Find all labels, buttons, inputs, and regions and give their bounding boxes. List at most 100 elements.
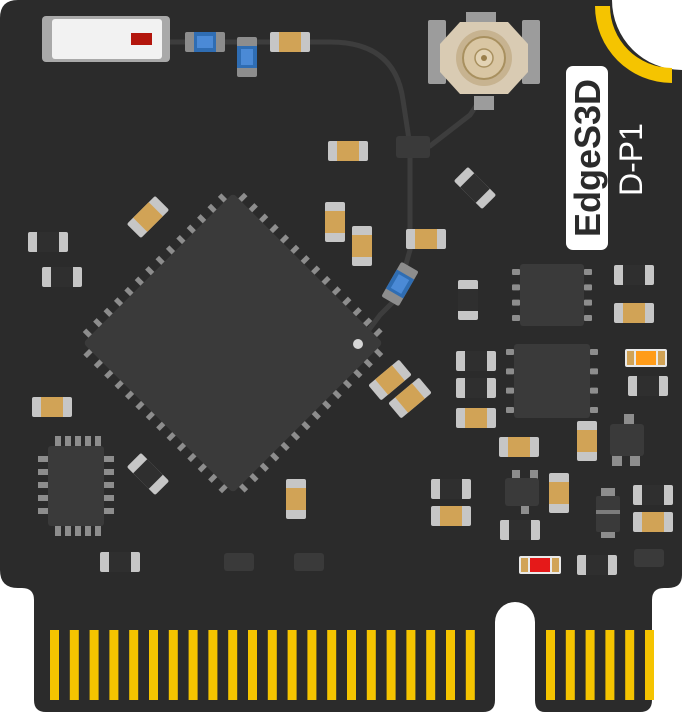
ic-pin bbox=[584, 315, 592, 321]
ic-pin bbox=[104, 456, 114, 462]
led-indicator bbox=[519, 556, 561, 574]
smd-component bbox=[328, 141, 368, 161]
smd-component bbox=[127, 196, 169, 238]
ic-pin bbox=[584, 284, 592, 291]
gold-finger bbox=[208, 630, 218, 700]
smd-component bbox=[369, 360, 411, 400]
ic-pin bbox=[85, 526, 91, 536]
gold-finger bbox=[625, 630, 635, 700]
ic-pin bbox=[38, 456, 48, 462]
passive-components bbox=[28, 32, 673, 575]
ic-pin bbox=[85, 436, 91, 446]
gold-finger bbox=[366, 630, 376, 700]
ic-pin bbox=[38, 482, 48, 488]
smd-component bbox=[577, 421, 597, 461]
gold-finger bbox=[50, 630, 59, 700]
smd-component bbox=[127, 453, 169, 495]
ic-pin bbox=[584, 299, 592, 306]
ic-pin bbox=[590, 407, 598, 413]
smd-component bbox=[382, 262, 418, 306]
silkscreen-brand: EdgeS3D bbox=[566, 66, 608, 250]
gold-finger bbox=[69, 630, 79, 700]
smd-component bbox=[431, 479, 471, 499]
ic-pin bbox=[512, 269, 520, 275]
ic-pin bbox=[65, 526, 71, 536]
smd-component bbox=[458, 280, 478, 320]
ic-pin bbox=[506, 349, 514, 355]
smd-component bbox=[325, 202, 345, 242]
pin1-marker bbox=[353, 339, 363, 349]
gold-finger bbox=[446, 630, 455, 700]
smd-component bbox=[185, 32, 225, 52]
smd-component bbox=[614, 265, 654, 285]
mounting-hole-icon bbox=[624, 0, 682, 58]
smd-component bbox=[431, 506, 471, 526]
smd-component bbox=[237, 37, 257, 77]
solder-pad bbox=[294, 553, 324, 571]
uFL-antenna-connector-icon[interactable] bbox=[428, 12, 540, 110]
ic-pin bbox=[95, 526, 101, 536]
brand-label: EdgeS3D bbox=[567, 79, 608, 237]
smd-component bbox=[628, 376, 668, 396]
gold-finger bbox=[149, 630, 158, 700]
smd-component bbox=[406, 229, 446, 249]
ic-pin bbox=[65, 436, 71, 446]
ic-pin bbox=[104, 469, 114, 475]
smd-component bbox=[454, 167, 496, 209]
smd-component bbox=[456, 378, 496, 398]
gold-finger bbox=[327, 630, 337, 700]
silkscreen-model: D-P1 bbox=[613, 123, 649, 196]
rf-switch-chip bbox=[396, 136, 430, 158]
solder-pad bbox=[634, 549, 664, 567]
ic-pin bbox=[506, 387, 514, 394]
gold-finger bbox=[645, 630, 654, 700]
gold-finger bbox=[386, 630, 396, 700]
smd-component bbox=[32, 397, 72, 417]
slide-switch-icon[interactable] bbox=[42, 16, 170, 62]
ic-pin bbox=[55, 436, 61, 446]
qfn-ic-left bbox=[38, 436, 114, 536]
gold-finger bbox=[426, 630, 436, 700]
ic-pin bbox=[506, 407, 514, 413]
smd-component bbox=[633, 512, 673, 532]
ic-pin bbox=[590, 368, 598, 375]
corner-marker-arc bbox=[595, 6, 672, 83]
smd-component bbox=[42, 267, 82, 287]
smd-component bbox=[28, 232, 68, 252]
gold-finger bbox=[585, 630, 595, 700]
smd-component bbox=[100, 552, 140, 572]
gold-finger bbox=[406, 630, 416, 700]
smd-component bbox=[286, 479, 306, 519]
edge-connector-fingers bbox=[50, 630, 654, 700]
smd-component bbox=[499, 437, 539, 457]
ic-pin bbox=[506, 368, 514, 375]
ic-pin bbox=[75, 526, 81, 536]
ic-pin bbox=[512, 284, 520, 291]
gold-finger bbox=[465, 630, 475, 700]
gold-finger bbox=[188, 630, 198, 700]
ic-pin bbox=[590, 387, 598, 394]
sot23-transistor-2 bbox=[505, 470, 539, 514]
gold-finger bbox=[307, 630, 317, 700]
gold-finger bbox=[605, 630, 615, 700]
ic-pin bbox=[512, 299, 520, 306]
smd-component bbox=[614, 303, 654, 323]
led-indicator bbox=[625, 349, 667, 367]
gold-finger bbox=[89, 630, 99, 700]
smd-component bbox=[352, 226, 372, 266]
smd-component bbox=[456, 351, 496, 371]
smd-component bbox=[270, 32, 310, 52]
gold-finger bbox=[546, 630, 555, 700]
smd-component bbox=[456, 408, 496, 428]
gold-finger bbox=[129, 630, 139, 700]
ic-pin bbox=[75, 436, 81, 446]
esp32-s3-chip-icon bbox=[82, 192, 384, 494]
smd-component bbox=[577, 555, 617, 575]
ic-pin bbox=[512, 315, 520, 321]
ic-pin bbox=[55, 526, 61, 536]
gold-finger bbox=[228, 630, 238, 700]
ic-pin bbox=[38, 508, 48, 514]
soic-ic-mid bbox=[506, 344, 598, 418]
